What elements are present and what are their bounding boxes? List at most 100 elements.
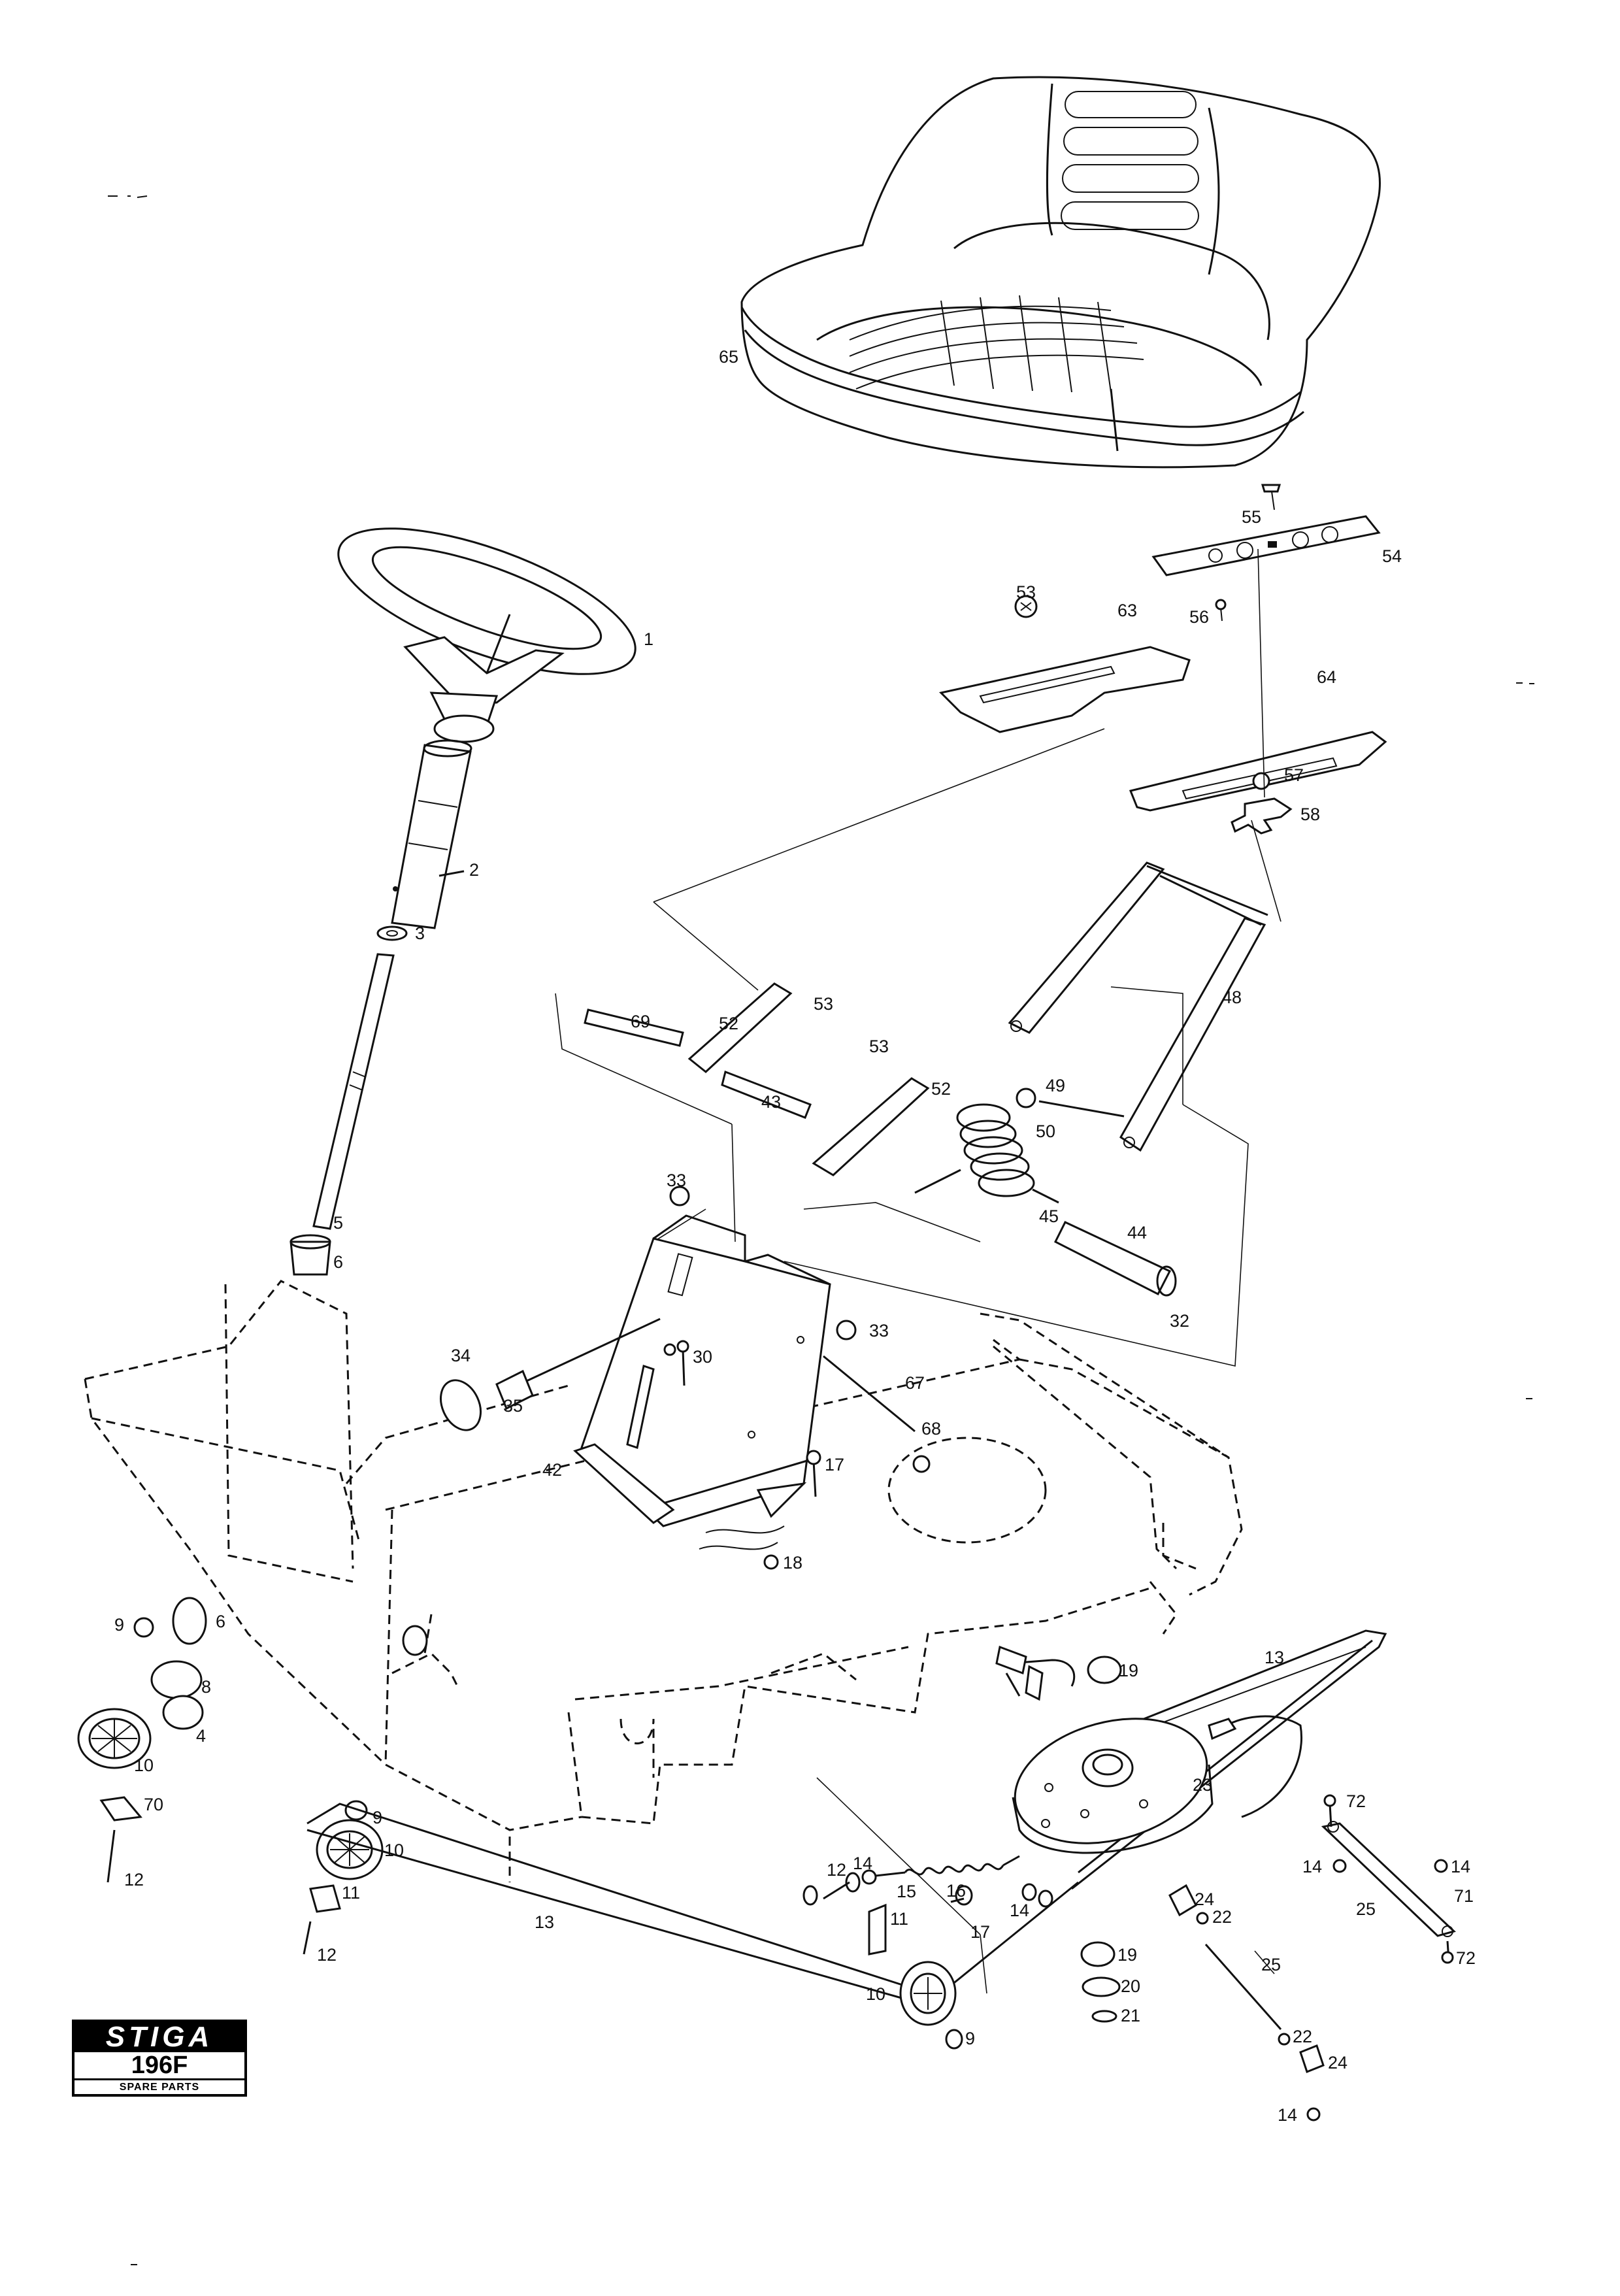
callout-label: 14 xyxy=(1010,1901,1029,1920)
swing-frame-48 xyxy=(1008,861,1268,1152)
callout-label: 33 xyxy=(869,1321,889,1340)
star-knob-58 xyxy=(1231,797,1293,835)
callout-label: 45 xyxy=(1039,1206,1059,1226)
callout-label: 33 xyxy=(667,1171,686,1190)
seat-part xyxy=(740,76,1381,469)
adjustment-knob-34 xyxy=(440,1318,661,1431)
callout-label: 9 xyxy=(114,1615,124,1635)
callout-label: 63 xyxy=(1117,601,1137,620)
callout-label: 3 xyxy=(415,923,425,943)
callout-label: 17 xyxy=(970,1922,990,1942)
stiga-logo: STIGA 196F SPARE PARTS xyxy=(72,2020,247,2097)
link-25 xyxy=(1321,1794,1456,1964)
steering-column-upper xyxy=(391,739,472,929)
torsion-spring-45 xyxy=(914,1088,1059,1204)
callout-label: 22 xyxy=(1212,1907,1232,1927)
callout-label: 15 xyxy=(897,1882,916,1901)
stray-mark xyxy=(1516,682,1534,684)
callout-label: 10 xyxy=(384,1840,404,1860)
explosion-lines xyxy=(555,548,1281,1994)
washer-3 xyxy=(376,925,408,941)
callout-label: 10 xyxy=(866,1984,885,2004)
callout-label: 11 xyxy=(342,1883,360,1903)
tension-spring-16 xyxy=(845,1855,1020,1893)
callout-label: 9 xyxy=(372,1808,382,1827)
callout-label: 18 xyxy=(783,1553,802,1572)
callout-label: 6 xyxy=(333,1252,343,1272)
callout-label: 13 xyxy=(1265,1648,1284,1667)
pins-and-rods xyxy=(584,1008,1177,1433)
callout-labels: 1 2 3 4 5 6 6 8 9 9 9 10 10 10 11 11 12 … xyxy=(114,347,1476,2125)
seat-bracket-54 xyxy=(1151,515,1381,576)
main-pulley-23 xyxy=(1012,1655,1214,2023)
callout-label: 54 xyxy=(1382,546,1402,566)
callout-label: 2 xyxy=(469,860,479,880)
spare-parts-label: SPARE PARTS xyxy=(74,2078,244,2096)
callout-label: 25 xyxy=(1356,1899,1376,1919)
callout-label: 24 xyxy=(1195,1889,1214,1909)
callout-label: 16 xyxy=(946,1881,966,1901)
tie-rod-25 xyxy=(1168,1884,1325,2121)
callout-label: 56 xyxy=(1189,607,1209,627)
misc-fasteners xyxy=(802,1665,1053,1908)
callout-label: 30 xyxy=(693,1347,712,1367)
callout-label: 23 xyxy=(1193,1775,1212,1795)
steering-pin-2 xyxy=(438,870,465,877)
callout-label: 5 xyxy=(333,1213,343,1233)
callout-label: 71 xyxy=(1454,1886,1474,1906)
callout-label: 4 xyxy=(196,1726,206,1746)
callout-label: 44 xyxy=(1127,1223,1147,1242)
callout-label: 34 xyxy=(451,1346,471,1365)
bushing-6 xyxy=(289,1234,331,1276)
frame-dashed-outline xyxy=(84,1280,1243,1882)
steering-wheel-part xyxy=(337,527,636,743)
callout-label: 42 xyxy=(542,1460,562,1480)
callout-label: 43 xyxy=(761,1092,781,1112)
callout-label: 50 xyxy=(1036,1122,1055,1141)
stray-mark xyxy=(108,195,148,198)
callout-label: 14 xyxy=(1451,1857,1470,1876)
callout-label: 13 xyxy=(535,1912,554,1932)
callout-label: 68 xyxy=(921,1419,941,1439)
callout-label: 32 xyxy=(1170,1311,1189,1331)
callout-label: 67 xyxy=(905,1373,925,1393)
callout-label: 21 xyxy=(1121,2006,1140,2025)
drive-belt-13 xyxy=(306,1629,1387,2015)
callout-label: 10 xyxy=(134,1755,154,1775)
callout-label: 17 xyxy=(825,1455,844,1474)
callout-label: 14 xyxy=(1302,1857,1322,1876)
callout-label: 64 xyxy=(1317,667,1336,687)
callout-label: 12 xyxy=(124,1870,144,1889)
callout-label: 14 xyxy=(853,1854,872,1873)
callout-label: 24 xyxy=(1328,2053,1347,2072)
callout-label: 53 xyxy=(814,994,833,1014)
seat-slide-63 xyxy=(938,646,1191,733)
callout-label: 49 xyxy=(1046,1076,1065,1095)
model-number: 196F xyxy=(131,2052,188,2079)
pulley-group-left xyxy=(77,1597,207,1883)
pulley-group-middle xyxy=(303,1625,428,1955)
callout-label: 11 xyxy=(890,1909,908,1929)
callout-label: 69 xyxy=(631,1012,650,1031)
seat-fasteners xyxy=(1014,484,1281,790)
callout-label: 6 xyxy=(216,1612,225,1631)
callout-label: 70 xyxy=(144,1795,163,1814)
callout-label: 48 xyxy=(1222,988,1242,1007)
callout-label: 53 xyxy=(1016,582,1036,602)
callout-label: 65 xyxy=(719,347,738,367)
callout-label: 58 xyxy=(1300,805,1320,824)
callout-label: 9 xyxy=(965,2029,975,2048)
callout-label: 72 xyxy=(1346,1791,1366,1811)
callout-label: 35 xyxy=(503,1396,523,1416)
swing-arm-52 xyxy=(687,982,930,1176)
callout-label: 52 xyxy=(719,1014,738,1033)
callout-label: 72 xyxy=(1456,1948,1476,1968)
callout-label: 8 xyxy=(201,1677,211,1697)
callout-label: 57 xyxy=(1284,765,1304,785)
callout-label: 25 xyxy=(1261,1955,1281,1974)
callout-label: 53 xyxy=(869,1037,889,1056)
callout-label: 12 xyxy=(317,1945,337,1965)
callout-label: 1 xyxy=(644,629,653,649)
